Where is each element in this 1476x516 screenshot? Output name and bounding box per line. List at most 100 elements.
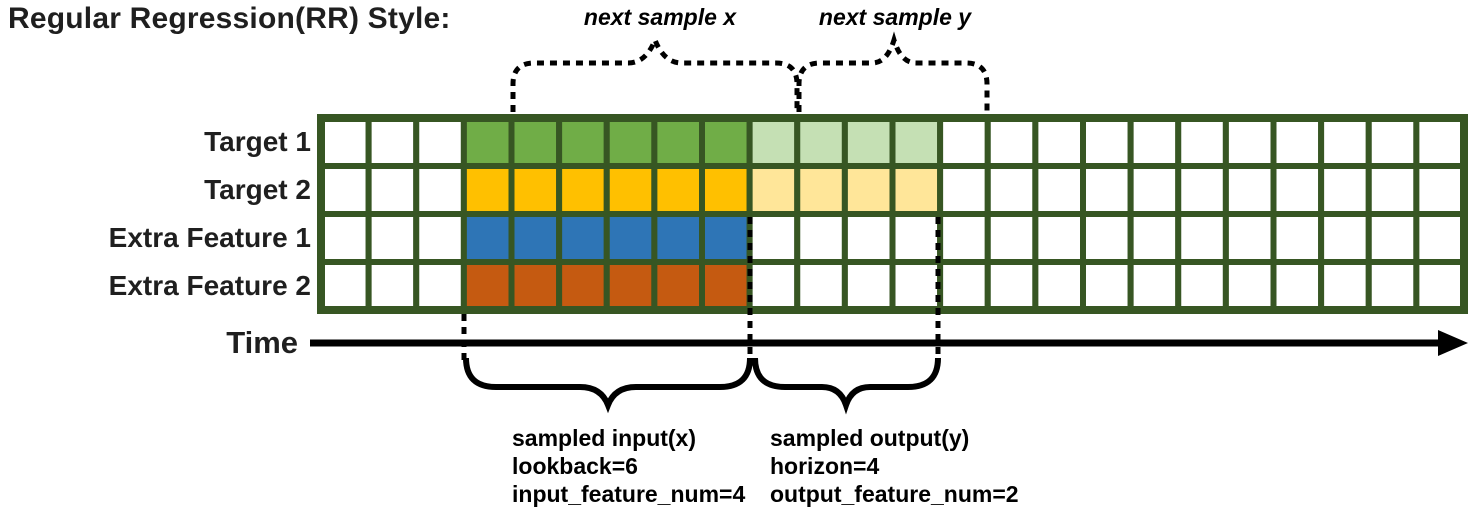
grid-cell (1127, 115, 1182, 169)
grid-cell (1080, 115, 1134, 169)
row-label-extra-feature-2: Extra Feature 2 (108, 270, 311, 301)
grid-cell (746, 211, 801, 265)
grid-cell (1080, 211, 1134, 265)
grid-cell (1127, 211, 1182, 265)
grid-cell (841, 211, 896, 265)
next-sample-x-brace (510, 33, 800, 112)
next-sample-x-label: next sample x (583, 4, 737, 30)
sampled-output-brace (752, 357, 941, 415)
grid-cell (413, 163, 467, 217)
next-sample-y-brace (796, 31, 990, 112)
grid-cell (1127, 163, 1182, 217)
grid-cell (365, 211, 420, 265)
grid-cell (1270, 211, 1325, 265)
grid-cell (413, 259, 467, 313)
grid-cell (1270, 115, 1325, 169)
grid-cell (1127, 259, 1182, 313)
output-feature-num-value: output_feature_num=2 (770, 481, 1019, 507)
sampled-output-title: sampled output(y) (770, 425, 970, 451)
grid-cell (889, 211, 944, 265)
row-label-target-2: Target 2 (204, 174, 311, 205)
grid-cell (460, 211, 515, 265)
grid-cell (794, 115, 848, 169)
grid-cell (365, 163, 420, 217)
grid-cell (1270, 259, 1325, 313)
grid-cell (937, 259, 991, 313)
grid-cell (1365, 211, 1420, 265)
grid-cell (1318, 259, 1372, 313)
grid-cell (1222, 163, 1277, 217)
sampled-output-block: sampled output(y) horizon=4 output_featu… (770, 424, 1019, 508)
grid-cell (1175, 115, 1229, 169)
row-label-target-1: Target 1 (204, 126, 311, 157)
grid-cell (841, 115, 896, 169)
grid-cell (1175, 211, 1229, 265)
grid-cell (318, 115, 372, 169)
grid-cell (1222, 115, 1277, 169)
sampled-input-block: sampled input(x) lookback=6 input_featur… (512, 424, 745, 508)
grid-cell (1318, 115, 1372, 169)
grid-cell (746, 115, 801, 169)
grid-cell (1032, 259, 1086, 313)
grid-cell (1032, 115, 1086, 169)
grid-cell (508, 115, 563, 169)
grid-cell (1365, 259, 1420, 313)
time-axis-label: Time (226, 325, 298, 360)
grid-cell (651, 163, 705, 217)
grid-cell (984, 163, 1039, 217)
grid-cell (508, 211, 563, 265)
grid-cell (746, 163, 801, 217)
grid-cell (889, 115, 944, 169)
grid-cell (603, 163, 658, 217)
grid-cell (1222, 259, 1277, 313)
grid-cell (1222, 211, 1277, 265)
grid-cell (794, 259, 848, 313)
grid-cell (1032, 211, 1086, 265)
grid-cell (841, 259, 896, 313)
lookback-value: lookback=6 (512, 453, 638, 479)
grid-cell (699, 211, 753, 265)
grid-cell (318, 211, 372, 265)
grid-cell (746, 259, 801, 313)
grid-cell (1032, 163, 1086, 217)
grid-cell (699, 163, 753, 217)
grid-cell (556, 259, 610, 313)
grid-cell (937, 211, 991, 265)
grid-cell (365, 259, 420, 313)
grid-cell (937, 163, 991, 217)
grid-cell (984, 211, 1039, 265)
grid-cell (1080, 259, 1134, 313)
grid-cell (1413, 115, 1467, 169)
grid-cell (984, 115, 1039, 169)
grid-cell (556, 115, 610, 169)
grid-cell (937, 115, 991, 169)
grid-cell (1175, 163, 1229, 217)
grid-cell (1413, 259, 1467, 313)
grid-cell (318, 163, 372, 217)
horizon-value: horizon=4 (770, 453, 880, 479)
grid-cell (1365, 115, 1420, 169)
grid-cell (841, 163, 896, 217)
grid-cell (1318, 163, 1372, 217)
grid-cell (318, 259, 372, 313)
grid-cell (699, 115, 753, 169)
diagram-title: Regular Regression(RR) Style: (8, 2, 451, 35)
grid-cell (556, 211, 610, 265)
grid-cell (1413, 211, 1467, 265)
grid-cell (413, 211, 467, 265)
input-feature-num-value: input_feature_num=4 (512, 481, 746, 507)
grid-cell (365, 115, 420, 169)
row-label-extra-feature-1: Extra Feature 1 (108, 222, 311, 253)
grid-cell (603, 115, 658, 169)
grid-cell (794, 163, 848, 217)
grid-cell (1318, 211, 1372, 265)
grid-cell (889, 163, 944, 217)
time-axis-arrowhead-icon (1438, 330, 1468, 356)
grid-cell (460, 115, 515, 169)
grid-cell (699, 259, 753, 313)
grid-cell (984, 259, 1039, 313)
grid-cell (556, 163, 610, 217)
grid-cell (1365, 163, 1420, 217)
grid-cell (889, 259, 944, 313)
